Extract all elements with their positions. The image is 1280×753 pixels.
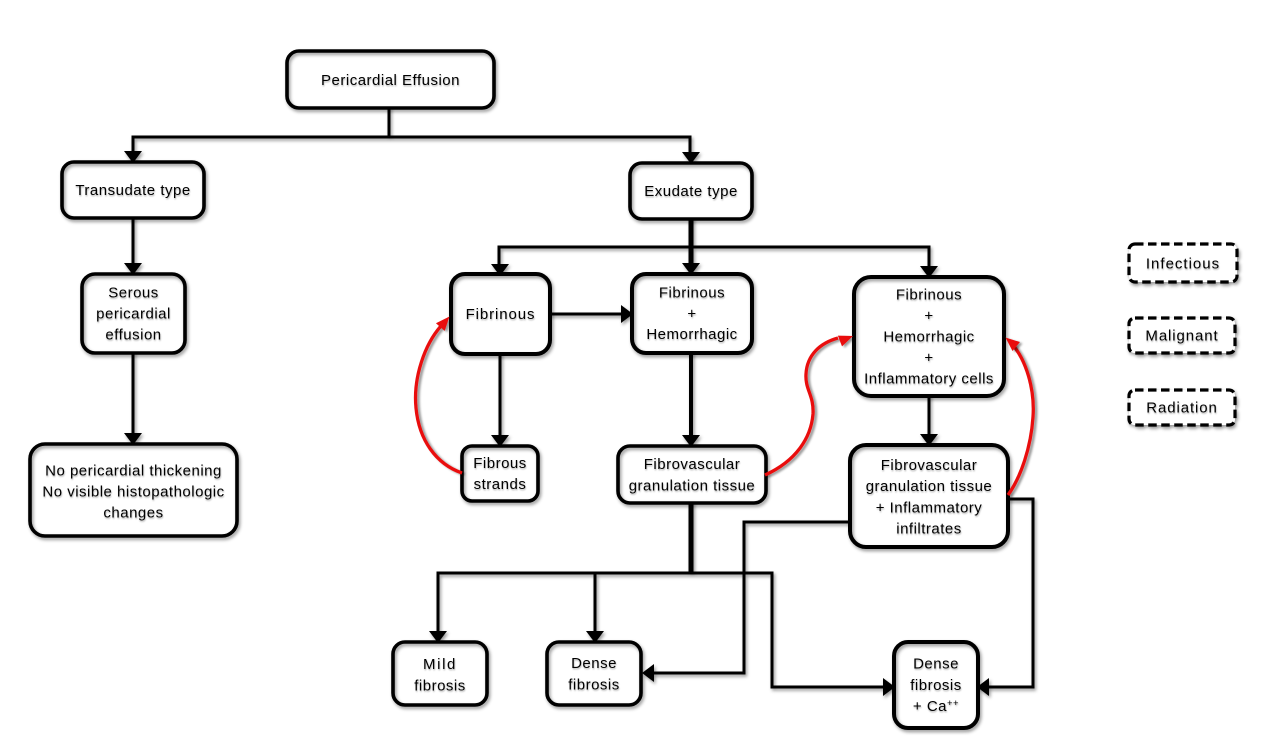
svg-text:No pericardial thickening: No pericardial thickening — [45, 463, 222, 480]
svg-text:Pericardial Effusion: Pericardial Effusion — [321, 72, 460, 89]
svg-text:Hemorrhagic: Hemorrhagic — [646, 326, 737, 343]
svg-text:granulation tissue: granulation tissue — [629, 478, 756, 495]
svg-text:changes: changes — [103, 505, 163, 522]
svg-text:strands: strands — [474, 476, 527, 493]
svg-text:Fibrovascular: Fibrovascular — [644, 456, 741, 473]
svg-text:fibrosis: fibrosis — [568, 677, 620, 694]
svg-text:Fibrous: Fibrous — [473, 455, 527, 472]
svg-text:+: + — [924, 308, 933, 325]
svg-text:fibrosis: fibrosis — [910, 677, 962, 694]
svg-text:infiltrates: infiltrates — [896, 521, 962, 538]
svg-text:effusion: effusion — [105, 327, 161, 344]
svg-text:Exudate type: Exudate type — [644, 183, 738, 200]
svg-text:Fibrinous: Fibrinous — [659, 285, 725, 302]
svg-text:Serous: Serous — [108, 285, 159, 302]
svg-text:Dense: Dense — [913, 656, 959, 673]
svg-text:pericardial: pericardial — [96, 306, 171, 323]
svg-text:Fibrinous: Fibrinous — [896, 287, 962, 304]
svg-text:Hemorrhagic: Hemorrhagic — [883, 329, 974, 346]
svg-text:+ Inflammatory: + Inflammatory — [876, 499, 983, 516]
svg-text:Infectious: Infectious — [1146, 256, 1220, 273]
svg-text:fibrosis: fibrosis — [414, 678, 466, 695]
svg-text:Inflammatory cells: Inflammatory cells — [864, 371, 994, 388]
svg-text:+: + — [924, 350, 933, 367]
svg-text:granulation tissue: granulation tissue — [866, 478, 993, 495]
svg-text:Dense: Dense — [571, 655, 617, 672]
svg-text:Radiation: Radiation — [1146, 400, 1217, 417]
svg-text:Fibrovascular: Fibrovascular — [881, 457, 978, 474]
svg-text:Fibrinous: Fibrinous — [466, 306, 536, 323]
svg-text:No visible histopathologic: No visible histopathologic — [42, 484, 224, 501]
svg-text:Mild: Mild — [423, 656, 457, 673]
svg-text:Malignant: Malignant — [1145, 328, 1218, 345]
svg-text:+: + — [687, 306, 696, 323]
svg-text:Transudate type: Transudate type — [75, 182, 190, 199]
